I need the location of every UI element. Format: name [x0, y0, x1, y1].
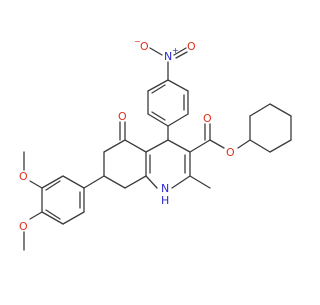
ester-o-bond — [209, 139, 225, 149]
dimethoxyphenyl-ring — [41, 175, 85, 225]
aryl-link-bond — [83, 175, 105, 189]
nitro-minus-sign: − — [134, 37, 141, 46]
ketone-o-label: O — [118, 110, 127, 123]
molecule-diagram: O − N + O O O O N H O O — [19, 37, 292, 251]
core-ring-right — [145, 125, 191, 189]
amine-h-label: H — [161, 194, 169, 207]
nitro-o-bond-left — [149, 47, 163, 56]
ester-o-label: O — [226, 146, 235, 159]
amine-n-label: N — [161, 182, 169, 195]
nitrophenyl-ring — [147, 79, 189, 127]
cyclohexyl-ring — [249, 103, 292, 153]
nitro-o-double — [175, 51, 188, 59]
structure-svg: O − N + O O O O N H O O — [19, 37, 292, 251]
ester-o-cyclohexyl-bond — [237, 139, 251, 149]
methoxy-lower-o-label: O — [19, 220, 28, 233]
nitro-o-bond-right — [173, 47, 187, 56]
nitro-plus-sign: + — [172, 46, 179, 55]
methyl-bond — [189, 175, 211, 189]
methoxy-upper-o-label: O — [19, 170, 28, 183]
nitro-o-label: O — [187, 40, 196, 53]
core-ring-left — [103, 139, 147, 189]
nitro-n-label: N — [164, 50, 172, 63]
methoxy-upper-bond — [29, 180, 43, 189]
methoxy-lower-bond — [29, 211, 43, 220]
ester-carbonyl-o-label: O — [203, 112, 212, 125]
ester-c-bond — [189, 139, 211, 153]
nitro-o-minus-label: O — [140, 40, 149, 53]
